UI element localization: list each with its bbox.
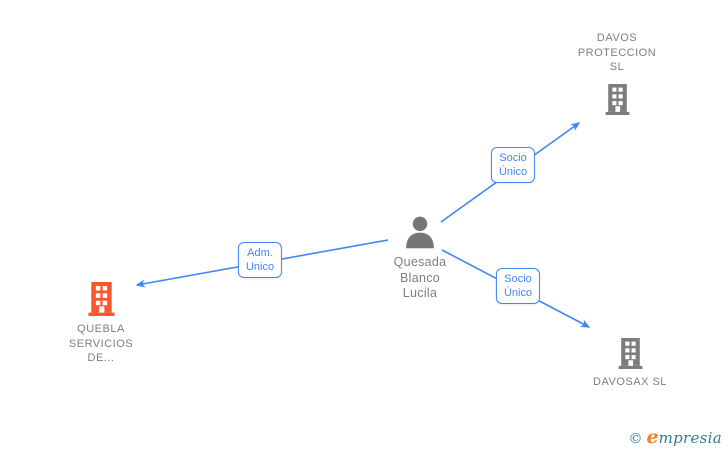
node-quesada-blanco-lucila[interactable]: Quesada Blanco Lucila bbox=[358, 216, 482, 302]
node-quebla-servicios[interactable]: QUEBLA SERVICIOS DE... bbox=[39, 282, 163, 366]
empresia-logo-initial: e bbox=[646, 426, 659, 448]
copyright-icon: © bbox=[628, 431, 643, 447]
edge-label-adm-unico-quebla[interactable]: Adm. Unico bbox=[237, 242, 283, 278]
building-icon[interactable] bbox=[616, 338, 645, 369]
empresia-logo-text: mpresia bbox=[658, 429, 722, 447]
edge-label-socio-unico-davos[interactable]: Socio Único bbox=[490, 147, 536, 183]
edge-label-socio-unico-davosax[interactable]: Socio Único bbox=[495, 268, 541, 304]
building-icon[interactable] bbox=[603, 83, 632, 115]
empresia-logo[interactable]: © e mpresia bbox=[628, 426, 722, 448]
building-icon[interactable] bbox=[86, 282, 117, 316]
node-davosax[interactable]: DAVOSAX SL bbox=[568, 338, 692, 390]
node-davos-proteccion[interactable]: DAVOS PROTECCION SL bbox=[555, 31, 679, 115]
company-name-davos-proteccion: DAVOS PROTECCION SL bbox=[577, 32, 657, 73]
person-name-quesada: Quesada Blanco Lucila bbox=[393, 255, 447, 300]
company-name-davosax: DAVOSAX SL bbox=[593, 376, 667, 388]
person-icon[interactable] bbox=[403, 216, 437, 249]
company-name-quebla: QUEBLA SERVICIOS DE... bbox=[68, 323, 134, 364]
